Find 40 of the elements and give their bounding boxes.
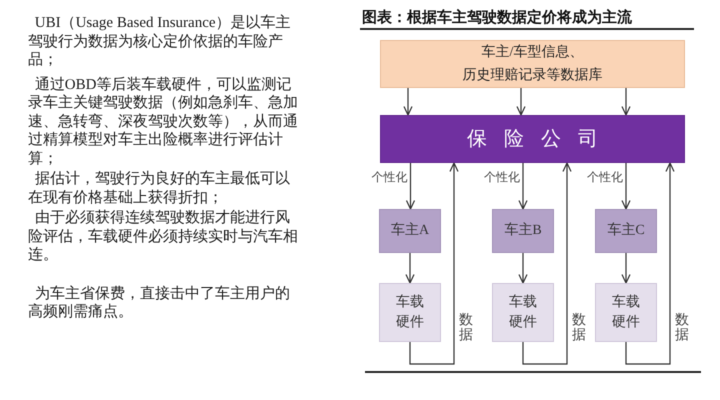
edge-label: 个性化 [587,170,623,184]
car-owner-box [492,209,554,253]
paragraph: 通过OBD等后装车载硬件，可以监测记录车主关键驾驶数据（例如急刹车、急加速、急转弯、深夜驾驶次数等），从而通过精算模型对车主出险概率进行评估计算； [28,76,299,168]
arrow [516,88,526,116]
arrow [403,88,413,116]
box-label: 保险公司 [466,127,615,151]
box-label: 车载硬件 [508,293,538,332]
device-box [379,283,441,342]
chart-title: 图表：根据车主驾驶数据定价将成为主流 [362,8,632,26]
box-label: 车载硬件 [610,293,641,332]
arrow [518,163,528,210]
paragraph: UBI（Usage Based Insurance）是以车主驾驶行为数据为核心定价依据的车险产品； [28,14,292,70]
arrow [522,162,572,365]
database-box [380,40,685,88]
edge-label: 数据 [459,313,473,344]
paragraph: 由于必须获得连续驾驶数据才能进行风险评估，车载硬件必须持续实时与汽车相连。 [28,209,299,264]
box-label: 车主B [504,221,542,240]
insurer-bar [380,115,685,163]
paragraph: 据估计，驾驶行为良好的车主最低可以在现有价格基础上获得折扣； [28,170,291,207]
arrow [621,163,631,210]
arrow [621,253,631,284]
arrow [405,253,415,284]
box-label: 车主/车型信息、历史理赔记录等数据库 [462,43,604,85]
arrow [518,253,528,284]
arrow [625,162,675,365]
car-owner-box [379,209,441,253]
box-label: 车载硬件 [394,293,425,332]
edge-label: 个性化 [372,170,408,184]
car-owner-box [595,209,657,253]
arrow [409,162,459,365]
box-label: 车主C [607,221,645,240]
paragraph: 为车主省保费，直接击中了车主用户的高频刚需痛点。 [28,284,291,322]
device-box [492,283,554,342]
edge-label: 数据 [675,313,689,344]
arrow [621,88,631,116]
arrow [406,163,416,210]
edge-label: 个性化 [484,170,520,184]
edge-label: 数据 [572,313,586,344]
device-box [595,283,657,342]
box-label: 车主A [390,221,430,240]
